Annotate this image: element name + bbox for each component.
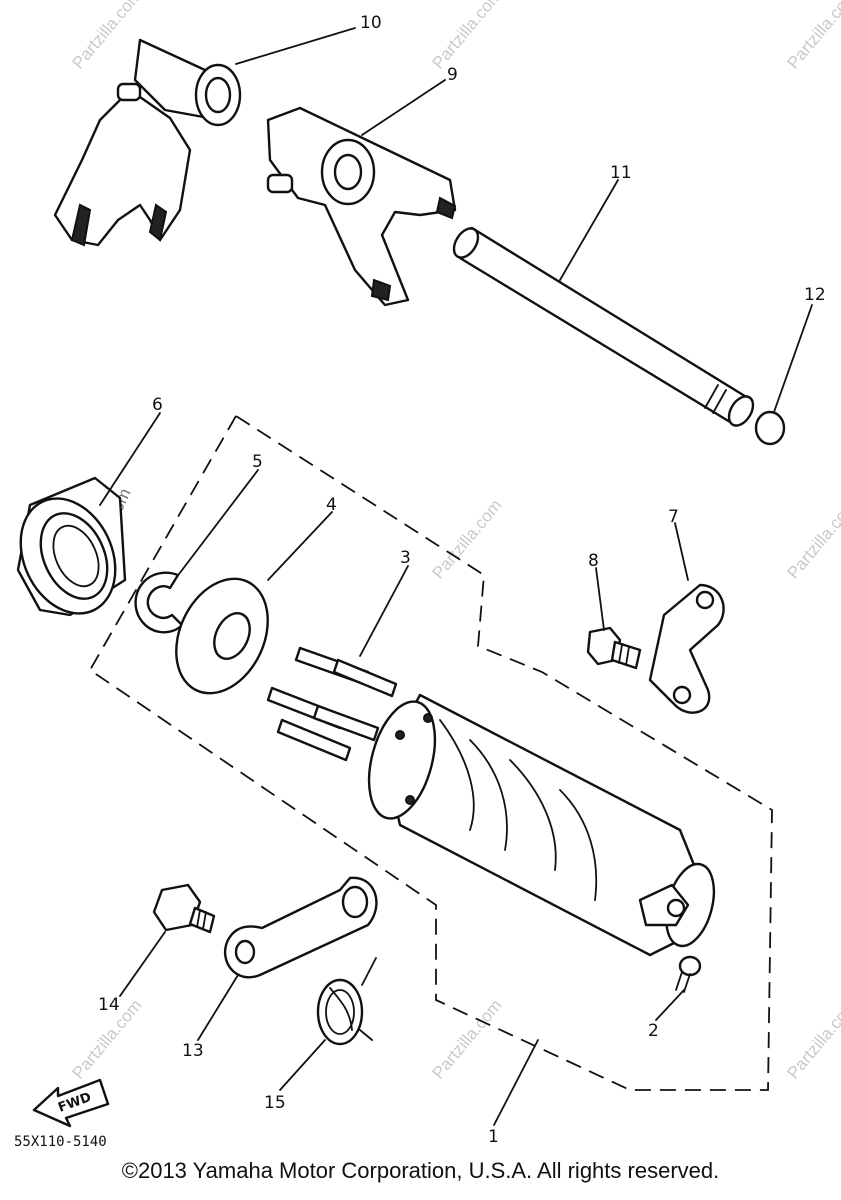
callout-7: 7 (668, 507, 679, 527)
pins-3[interactable] (266, 646, 398, 762)
shift-fork-9[interactable] (266, 106, 457, 307)
watermark: Partzilla.com (784, 496, 841, 583)
copyright-notice: ©2013 Yamaha Motor Corporation, U.S.A. A… (121, 1158, 720, 1183)
screw-8[interactable] (586, 626, 642, 670)
watermark: Partzilla.com (69, 0, 146, 73)
watermark: Partzilla.com (784, 996, 841, 1083)
assembly-boundary (88, 414, 773, 1091)
bearing-6[interactable] (3, 476, 133, 629)
callout-4: 4 (326, 495, 337, 515)
forward-arrow-icon: FWD (32, 1078, 110, 1128)
callout-15: 15 (264, 1093, 286, 1113)
circlip-5[interactable] (134, 571, 184, 634)
stopper-plate-7[interactable] (648, 583, 725, 714)
callout-10: 10 (360, 13, 382, 33)
leader-lines (99, 27, 813, 1126)
callouts: 10 9 11 12 6 5 4 3 7 8 2 14 13 15 1 (98, 13, 826, 1147)
segment-arm-13[interactable] (223, 876, 378, 979)
diagram-code: 55X110-5140 (14, 1134, 107, 1150)
watermark: Partzilla.com (784, 0, 841, 73)
watermark: Partzilla.com (429, 496, 506, 583)
watermark: Partzilla.com (429, 996, 506, 1083)
callout-12: 12 (804, 285, 826, 305)
callout-8: 8 (588, 551, 599, 571)
spring-15[interactable] (316, 957, 377, 1046)
shift-drum[interactable] (357, 693, 722, 957)
callout-1: 1 (488, 1127, 499, 1147)
screw-2[interactable] (675, 955, 702, 993)
bolt-14[interactable] (152, 883, 216, 934)
callout-3: 3 (400, 548, 411, 568)
fork-shaft-11[interactable] (449, 224, 758, 430)
watermark: Partzilla.com (429, 0, 506, 73)
callout-14: 14 (98, 995, 120, 1015)
callout-11: 11 (610, 163, 632, 183)
circlip-12[interactable] (754, 410, 786, 446)
callout-6: 6 (152, 395, 163, 415)
washer-4[interactable] (159, 564, 286, 708)
callout-2: 2 (648, 1021, 659, 1041)
callout-13: 13 (182, 1041, 204, 1061)
callout-5: 5 (252, 452, 263, 472)
shift-fork-10[interactable] (53, 38, 242, 247)
callout-9: 9 (447, 65, 458, 85)
